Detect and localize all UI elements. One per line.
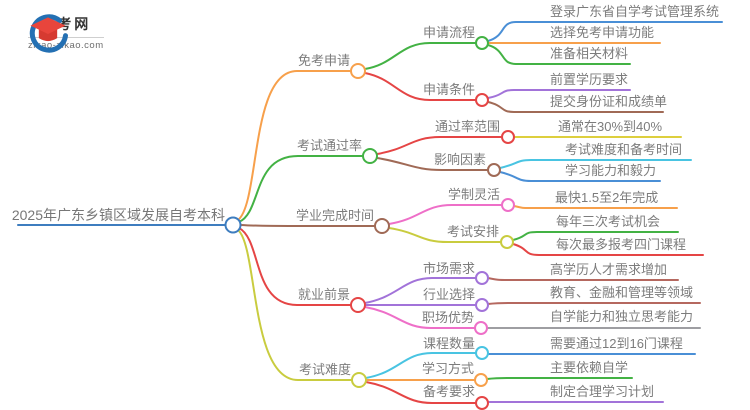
node-circle <box>475 93 489 107</box>
leaf-label: 考试难度和备考时间 <box>565 142 683 157</box>
branch-label: 就业前景 <box>297 287 350 302</box>
subtopic-label: 申请流程 <box>422 25 475 40</box>
root-node-label: 2025年广东乡镇区域发展自考本科 <box>11 207 225 223</box>
node-circle <box>501 130 515 144</box>
subtopic-label: 课程数量 <box>422 336 475 351</box>
node-circle <box>350 63 366 79</box>
node-circle <box>475 298 489 312</box>
node-circle <box>501 198 515 212</box>
subtopic-label: 市场需求 <box>422 261 475 276</box>
leaf-label: 最快1.5至2年完成 <box>555 190 659 205</box>
root-node-circle <box>224 216 242 234</box>
node-circle <box>374 218 390 234</box>
node-circle <box>475 346 489 360</box>
node-circle <box>350 297 366 313</box>
leaf-label: 前置学历要求 <box>550 72 629 87</box>
leaf-label: 通常在30%到40% <box>558 119 663 134</box>
branch-label: 免考申请 <box>297 53 350 68</box>
node-circle <box>475 271 489 285</box>
branch-label: 考试难度 <box>298 362 351 377</box>
subtopic-label: 学习方式 <box>421 361 474 376</box>
leaf-label: 提交身份证和成绩单 <box>550 94 668 109</box>
node-circle <box>475 396 489 410</box>
site-logo[interactable]: 自考网 zikao-zikao.com <box>28 14 104 53</box>
leaf-label: 学习能力和毅力 <box>565 163 657 178</box>
leaf-label: 制定合理学习计划 <box>550 384 655 399</box>
subtopic-label: 申请条件 <box>422 82 475 97</box>
graduation-cap-icon <box>29 14 68 53</box>
leaf-label: 登录广东省自学考试管理系统 <box>550 4 720 19</box>
node-circle <box>500 235 514 249</box>
branch-label: 学业完成时间 <box>295 208 374 223</box>
leaf-label: 高学历人才需求增加 <box>550 262 668 277</box>
leaf-label: 主要依赖自学 <box>550 360 629 375</box>
site-url: zikao-zikao.com <box>28 40 104 51</box>
node-circle <box>362 148 378 164</box>
leaf-label: 每年三次考试机会 <box>556 214 661 229</box>
node-circle <box>475 36 489 50</box>
leaf-label: 教育、金融和管理等领域 <box>550 285 694 300</box>
leaf-label: 每次最多报考四门课程 <box>556 237 687 252</box>
node-circle <box>351 372 367 388</box>
subtopic-label: 通过率范围 <box>434 119 500 134</box>
node-circle <box>474 373 488 387</box>
subtopic-label: 影响因素 <box>433 152 486 167</box>
subtopic-label: 学制灵活 <box>447 187 500 202</box>
subtopic-label: 行业选择 <box>422 287 475 302</box>
subtopic-label: 职场优势 <box>421 310 474 325</box>
node-circle <box>474 321 488 335</box>
leaf-label: 选择免考申请功能 <box>550 25 655 40</box>
edges-center-to-level1 <box>237 70 376 381</box>
edges-level1-to-level2 <box>364 42 503 404</box>
subtopic-label: 考试安排 <box>446 224 499 239</box>
node-circle <box>487 163 501 177</box>
subtopic-label: 备考要求 <box>422 384 475 399</box>
leaf-label: 准备相关材料 <box>550 46 629 61</box>
branch-label: 考试通过率 <box>296 138 362 153</box>
node-circles <box>224 36 515 410</box>
edges-level2-to-leaves <box>486 21 723 403</box>
leaf-label: 自学能力和独立思考能力 <box>550 309 694 324</box>
leaf-label: 需要通过12到16门课程 <box>550 336 683 351</box>
